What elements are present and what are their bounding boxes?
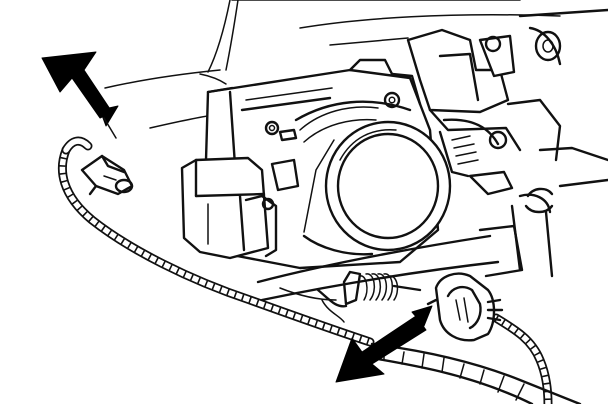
engine-background-lines <box>104 0 561 129</box>
return-spring <box>316 270 422 323</box>
electrical-connector <box>426 272 504 342</box>
intake-manifold-right <box>478 8 608 278</box>
arrow-icon <box>335 305 433 383</box>
idle-air-control <box>406 28 522 196</box>
ring-terminal <box>80 154 134 196</box>
arrow-icon <box>41 51 119 139</box>
throttle-position-sensor <box>180 156 300 260</box>
wiring-harness <box>57 136 582 404</box>
hose-clamp <box>524 187 554 214</box>
throttle-bore <box>294 100 452 256</box>
